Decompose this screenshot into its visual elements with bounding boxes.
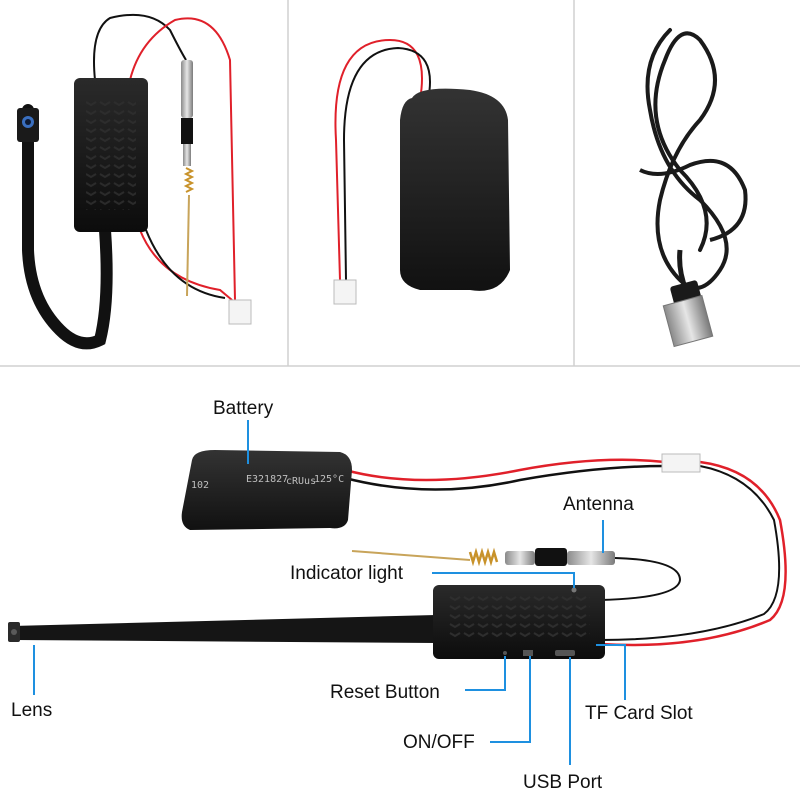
antenna-sleeve	[181, 60, 193, 118]
label-tf-card-slot: TF Card Slot	[585, 703, 693, 724]
battery-print-code: 102	[191, 480, 209, 491]
panel-module-photo	[17, 13, 252, 350]
antenna-wire	[351, 550, 471, 561]
indicator-led	[571, 587, 577, 593]
antenna-coil	[468, 547, 499, 567]
battery-print: 102 E321827 cRUus 125°C	[191, 474, 344, 491]
label-reset-button: Reset Button	[330, 682, 440, 703]
label-battery: Battery	[213, 398, 274, 419]
onoff-switch	[523, 650, 533, 656]
battery-print-cert: E321827	[246, 474, 288, 485]
label-usb-port: USB Port	[523, 772, 603, 793]
battery-connector	[333, 279, 357, 305]
onoff-callout-line	[490, 656, 531, 743]
label-indicator-light: Indicator light	[290, 563, 404, 584]
panel-dividers	[0, 0, 800, 367]
jst-connector	[228, 299, 252, 325]
antenna-sleeve-assembly	[567, 551, 615, 565]
label-on-off: ON/OFF	[403, 732, 475, 753]
panel-usb-cable-photo	[639, 28, 748, 348]
reset-callout-line	[465, 656, 506, 691]
assembly-diagram: 102 E321827 cRUus 125°C	[8, 450, 787, 659]
assembly-connector	[661, 453, 701, 473]
battery-print-temp: 125°C	[314, 474, 344, 485]
usb-plug	[662, 294, 714, 348]
battery-print-ul: cRUus	[286, 476, 316, 487]
battery-pack	[400, 88, 510, 291]
label-lens: Lens	[11, 700, 53, 721]
usb-socket	[555, 650, 575, 656]
tfcard-callout-line	[596, 644, 626, 700]
panel-battery-photo	[333, 38, 510, 305]
callout-lines	[33, 420, 626, 765]
reset-hole	[503, 651, 507, 655]
label-antenna: Antenna	[563, 494, 634, 515]
usb-cable	[645, 28, 729, 290]
assembly-battery	[181, 450, 352, 530]
assembly-ribbon-cable	[12, 615, 436, 643]
ribbon-cable	[22, 104, 113, 350]
indicator-callout-line	[432, 572, 575, 588]
